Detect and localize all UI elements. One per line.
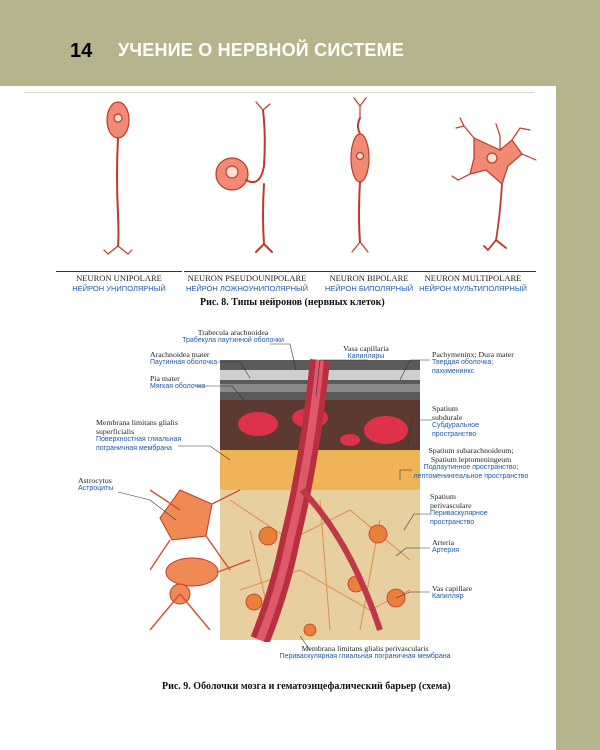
bipolar-neuron-drawing <box>350 97 370 253</box>
neuron-label-bipolar: NEURON BIPOLARE НЕЙРОН БИПОЛЯРНЫЙ <box>306 271 432 293</box>
label-pia: Pia mater Мягкая оболочка <box>150 374 206 390</box>
label-spatium-perivasculare: Spatium perivasculare Периваскулярное пр… <box>430 492 488 526</box>
unipolar-neuron-drawing <box>103 101 133 255</box>
label-arachnoidea: Arachnoidea mater Паутинная оболочка <box>150 350 218 366</box>
label-vas-capillare: Vas capillare Капилляр <box>432 584 473 600</box>
label-arteria: Arteria Артерия <box>432 538 460 554</box>
page-side-band <box>556 0 600 750</box>
label-spatium-subarachnoideum: Spatium subarachnoideum; Spatium leptome… <box>413 446 529 480</box>
label-spatium-subdurale: Spatium subdurale Субдуральное пространс… <box>432 404 480 438</box>
multipolar-neuron-drawing <box>451 117 537 251</box>
label-trabecula: Trabecula arachnoidea Трабекула паутинно… <box>182 328 284 344</box>
label-membrana-perivascularis: Membrana limitans glialis perivascularis… <box>279 644 451 660</box>
neuron-label-pseudounipolar: NEURON PSEUDOUNIPOLARE НЕЙРОН ЛОЖНОУНИПО… <box>184 271 310 293</box>
label-membrana-superficialis: Membrana limitans glialis superficialis … <box>96 418 182 452</box>
figure-8-caption: Рис. 8. Типы нейронов (нервных клеток) <box>200 297 385 308</box>
header-divider <box>24 92 534 93</box>
pseudounipolar-neuron-drawing <box>215 101 273 253</box>
page-header: 14 УЧЕНИЕ О НЕРВНОЙ СИСТЕМЕ <box>0 0 600 86</box>
label-pachymeninx: Pachymeninx; Dura mater Твердая оболочка… <box>432 350 514 375</box>
label-vasa-capillaria: Vasa capillaria Капилляры <box>343 344 389 360</box>
page-number: 14 <box>70 40 93 62</box>
chapter-title: УЧЕНИЕ О НЕРВНОЙ СИСТЕМЕ <box>118 40 405 60</box>
neuron-label-unipolar: NEURON UNIPOLARE НЕЙРОН УНИПОЛЯРНЫЙ <box>56 271 182 293</box>
meninges-illustration <box>150 359 420 642</box>
neuron-types-illustration <box>103 97 537 255</box>
neuron-label-multipolar: NEURON MULTIPOLARE НЕЙРОН МУЛЬТИПОЛЯРНЫЙ <box>410 271 536 293</box>
figure-9-caption: Рис. 9. Оболочки мозга и гематоэнцефалич… <box>162 681 451 692</box>
label-astrocytus: Astrocytus Астроциты <box>78 476 114 492</box>
